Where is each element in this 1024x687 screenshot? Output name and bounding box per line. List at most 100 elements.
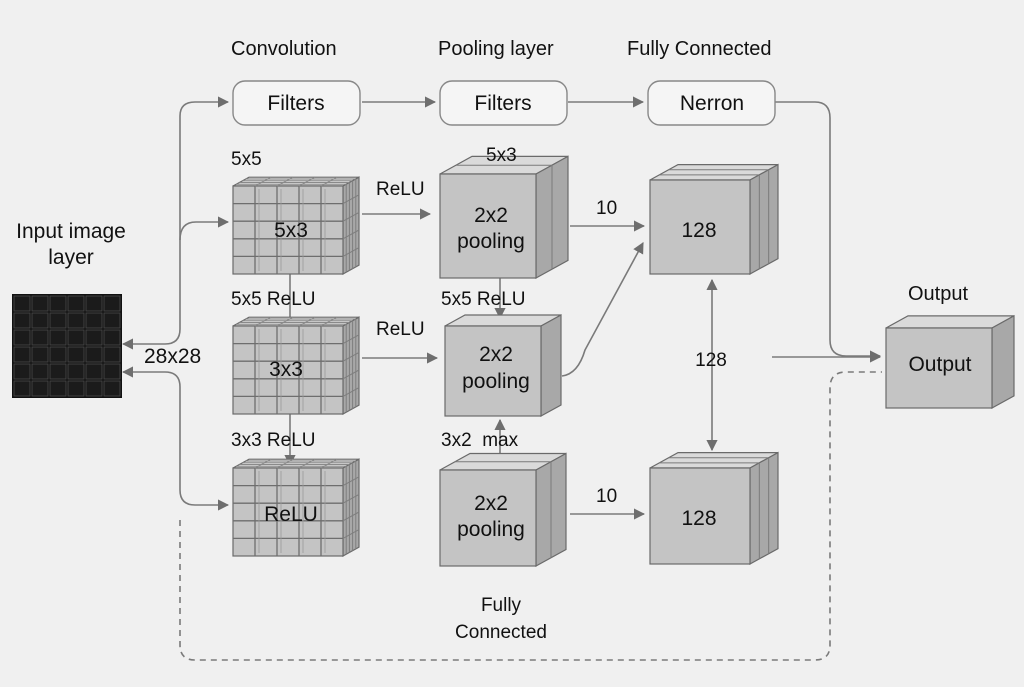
block-side-face bbox=[749, 163, 779, 276]
edge-label-bottom: 10 bbox=[596, 486, 617, 507]
input-grid-cell bbox=[31, 329, 49, 346]
cube-grid-line bbox=[342, 387, 360, 397]
input-grid-cell bbox=[67, 380, 85, 397]
block-front-face bbox=[439, 173, 537, 279]
fc-block-bottom bbox=[649, 451, 779, 566]
input-title-line1: Input image bbox=[16, 220, 126, 243]
pool-top-label: 5x3 bbox=[486, 145, 517, 166]
neuron-label: Nerron bbox=[680, 92, 744, 115]
cube-grid-line bbox=[342, 229, 360, 240]
fc-caption-line1: Fully bbox=[481, 595, 522, 616]
pool-mid-label: 5x5 ReLU bbox=[441, 289, 526, 310]
cube-grid-line bbox=[342, 334, 360, 345]
block-side-face bbox=[342, 316, 360, 416]
cube-grid-line bbox=[342, 247, 360, 257]
input-grid-cell bbox=[103, 312, 121, 329]
input-grid-cell bbox=[85, 380, 103, 397]
conv-top-label: 5x5 bbox=[231, 149, 262, 170]
line-input-to-filters bbox=[121, 96, 230, 350]
filters-box-conv bbox=[232, 80, 361, 126]
conv-cube2-label: 3x3 bbox=[269, 358, 303, 381]
filters-conv-label: Filters bbox=[267, 92, 324, 115]
fc-block-top bbox=[649, 163, 779, 276]
cube-grid-line bbox=[342, 493, 360, 504]
pool1-line2: pooling bbox=[457, 230, 525, 253]
input-grid-cell bbox=[85, 295, 103, 312]
relu-top-label: ReLU bbox=[376, 179, 425, 200]
input-grid-cell bbox=[31, 312, 49, 329]
input-grid-cell bbox=[13, 295, 31, 312]
input-grid-cell bbox=[49, 363, 67, 380]
relu-mid-label: ReLU bbox=[376, 319, 425, 340]
block-front-face bbox=[885, 327, 993, 409]
input-grid-cell bbox=[13, 329, 31, 346]
input-grid-cell bbox=[13, 363, 31, 380]
conv-cube-3 bbox=[232, 458, 360, 558]
input-grid-cell bbox=[31, 346, 49, 363]
block-front-face bbox=[649, 467, 751, 565]
block-front-face bbox=[439, 469, 537, 567]
input-grid-cell bbox=[67, 312, 85, 329]
input-grid-cell bbox=[85, 312, 103, 329]
input-grid-cell bbox=[49, 329, 67, 346]
conv-low-label: 3x3 ReLU bbox=[231, 430, 316, 451]
cube-grid-line bbox=[342, 511, 360, 522]
cube-grid-line bbox=[342, 476, 360, 487]
input-grid-cell bbox=[31, 295, 49, 312]
input-grid-cell bbox=[13, 312, 31, 329]
block-side-face bbox=[342, 176, 360, 276]
conv-cube3-label: ReLU bbox=[264, 503, 318, 526]
block-side-face bbox=[991, 314, 1015, 410]
pool-low-label: 3x2 max bbox=[441, 430, 519, 451]
pool1-line1: 2x2 bbox=[474, 204, 508, 227]
input-grid-cell bbox=[103, 346, 121, 363]
cube-grid-line bbox=[342, 194, 360, 205]
pool2-line1: 2x2 bbox=[479, 343, 513, 366]
input-grid-cell bbox=[85, 329, 103, 346]
fc-bottom-label: 128 bbox=[681, 507, 716, 530]
input-grid-cell bbox=[13, 346, 31, 363]
block-front-face bbox=[444, 325, 542, 417]
conv-cube1-label: 5x3 bbox=[274, 219, 308, 242]
output-header: Output bbox=[908, 283, 968, 305]
pool-block-1 bbox=[439, 155, 569, 280]
filters-box-pool bbox=[439, 80, 568, 126]
cube-grid-line bbox=[342, 369, 360, 380]
fc-mid-label: 128 bbox=[695, 350, 727, 371]
pool3-line2: pooling bbox=[457, 518, 525, 541]
fc-caption-line2: Connected bbox=[455, 622, 547, 643]
output-block bbox=[885, 314, 1015, 410]
input-grid-cell bbox=[49, 346, 67, 363]
header-fully-connected: Fully Connected bbox=[627, 38, 772, 60]
cube-grid-line bbox=[342, 351, 360, 362]
input-image-grid bbox=[12, 294, 122, 398]
input-grid-cell bbox=[31, 363, 49, 380]
pool-block-2 bbox=[444, 313, 562, 418]
block-side-face bbox=[342, 458, 360, 558]
cube-grid-line bbox=[342, 529, 360, 539]
input-grid-cell bbox=[103, 363, 121, 380]
input-size-label: 28x28 bbox=[144, 345, 201, 368]
output-box-label: Output bbox=[908, 353, 971, 376]
conv-cube-2 bbox=[232, 316, 360, 416]
neuron-box bbox=[647, 80, 776, 126]
input-grid-cell bbox=[49, 295, 67, 312]
filters-pool-label: Filters bbox=[474, 92, 531, 115]
input-grid-cell bbox=[67, 363, 85, 380]
line-input-to-conv1 bbox=[179, 216, 230, 241]
line-dashed-feedback bbox=[179, 371, 882, 661]
input-title-line2: layer bbox=[48, 246, 94, 269]
conv-mid-label: 5x5 ReLU bbox=[231, 289, 316, 310]
input-grid-cell bbox=[85, 363, 103, 380]
input-grid-cell bbox=[103, 295, 121, 312]
pool-block-3 bbox=[439, 452, 567, 568]
line-pool2-to-fc1 bbox=[561, 242, 644, 377]
input-grid-cell bbox=[67, 346, 85, 363]
input-grid-cell bbox=[13, 380, 31, 397]
edge-label-top: 10 bbox=[596, 198, 617, 219]
input-grid-cell bbox=[67, 329, 85, 346]
block-side-face bbox=[540, 313, 562, 418]
input-grid-cell bbox=[49, 380, 67, 397]
header-convolution: Convolution bbox=[231, 38, 337, 60]
